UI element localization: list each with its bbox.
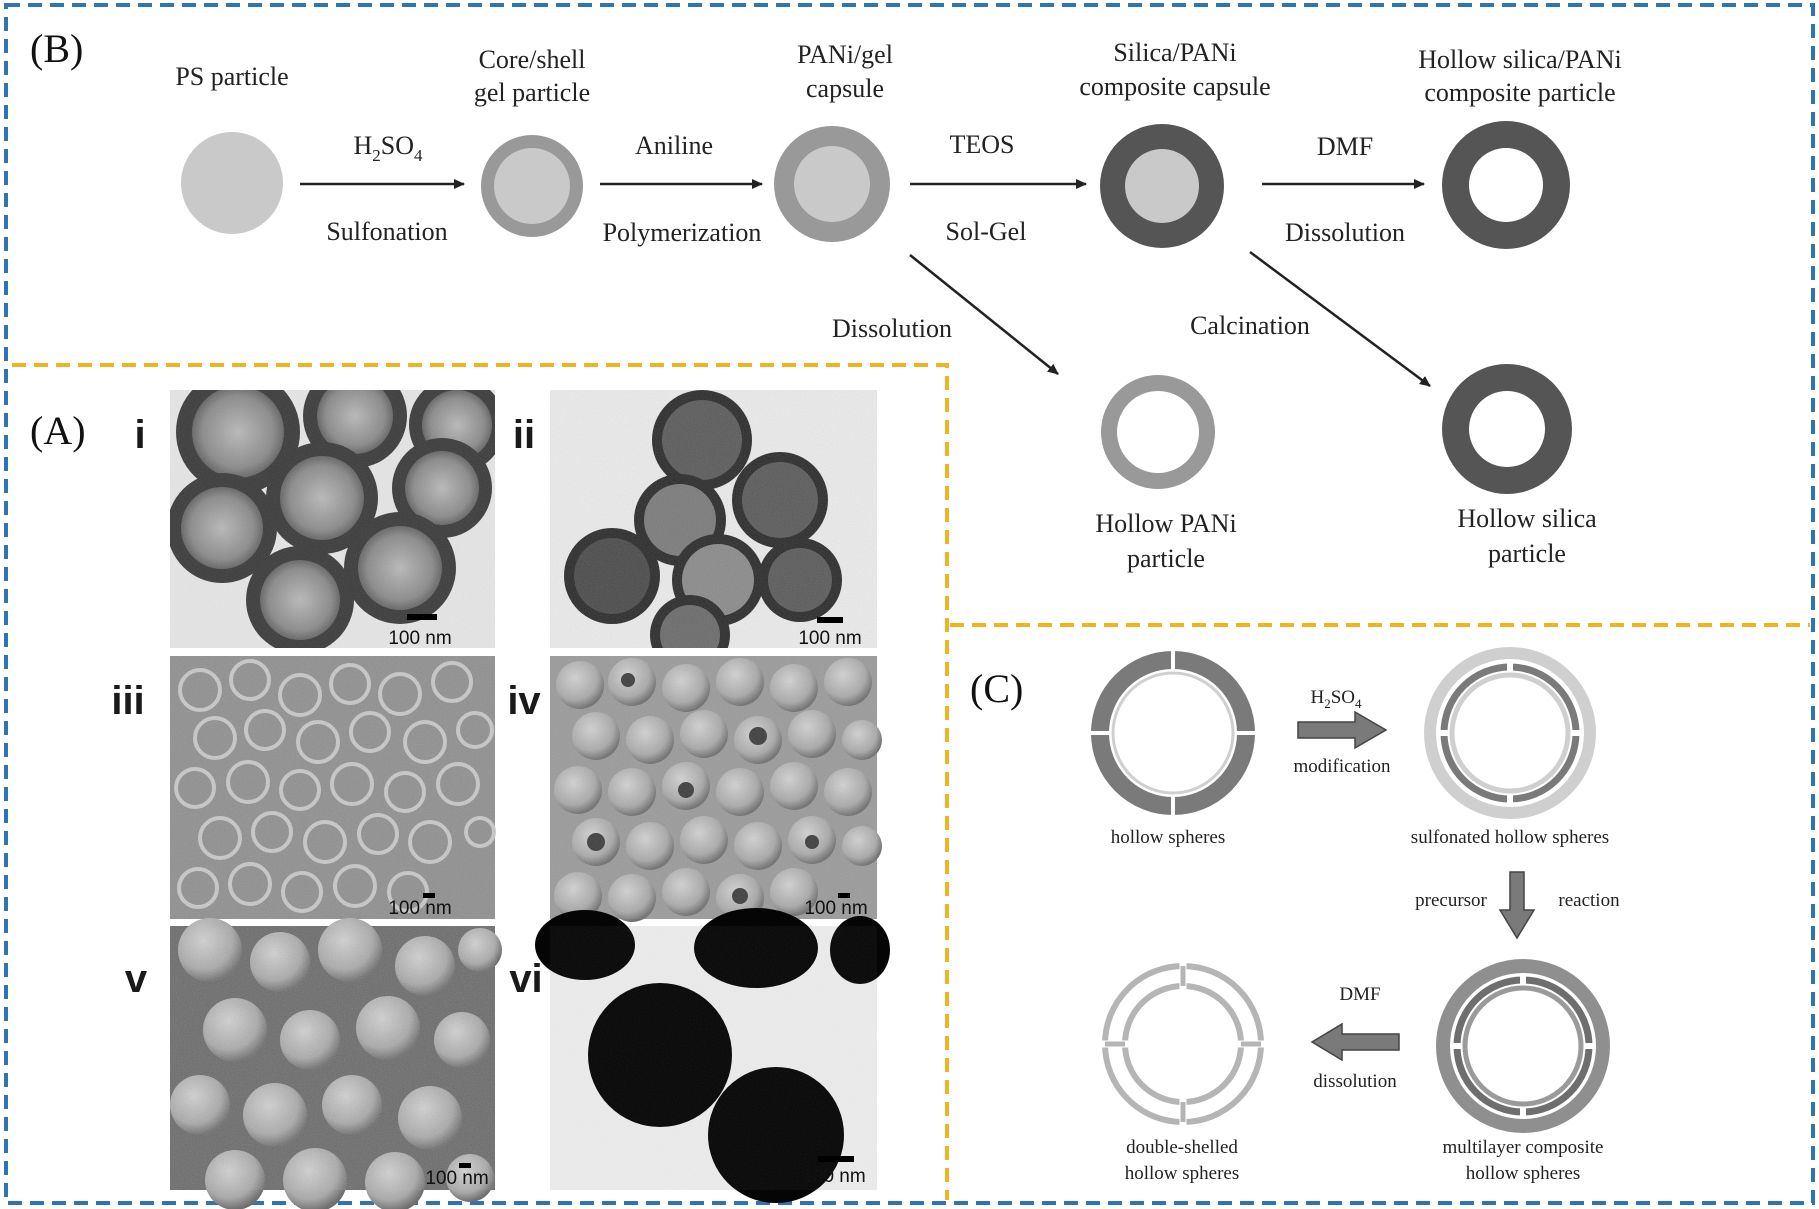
- c-stage-3-label-2: hollow spheres: [1466, 1163, 1581, 1184]
- roman-i: i: [134, 413, 145, 457]
- arrow-branch-dissolution: [909, 254, 1059, 375]
- step-2-process: Polymerization: [603, 218, 762, 247]
- panel-c-label: (C): [970, 666, 1023, 711]
- core-shell-gel-particle: [481, 135, 583, 237]
- branch-2-process: Calcination: [1190, 311, 1310, 340]
- stage-4-label-1: Silica/PANi: [1113, 38, 1236, 67]
- sulfonated-hollow-spheres-diagram: [1424, 647, 1596, 819]
- c-step-1-process: modification: [1293, 756, 1391, 777]
- hollow-silica-pani-composite-particle: [1442, 121, 1570, 249]
- scale-label-i: 100 nm: [388, 628, 451, 649]
- step-4-process: Dissolution: [1285, 218, 1405, 247]
- branch-1-product-2: particle: [1127, 544, 1205, 573]
- step-2-reagent: Aniline: [635, 131, 713, 160]
- c-step-3-process: dissolution: [1313, 1071, 1397, 1092]
- scale-bar-ii: [817, 617, 843, 623]
- panel-a-yellow-border: [12, 363, 949, 1200]
- panel-b-label: (B): [30, 26, 83, 71]
- hollow-pani-particle: [1101, 375, 1215, 489]
- step-3-process: Sol-Gel: [946, 217, 1027, 246]
- c-step-2-right: reaction: [1558, 890, 1620, 911]
- step-1-process: Sulfonation: [326, 217, 447, 246]
- scale-label-iii: 100 nm: [388, 898, 451, 919]
- c-stage-2-label: sulfonated hollow spheres: [1411, 827, 1609, 848]
- c-stage-1-label: hollow spheres: [1111, 827, 1226, 848]
- c-step-3-reagent: DMF: [1339, 984, 1380, 1005]
- silica-pani-composite-capsule: [1100, 124, 1224, 248]
- roman-iv: iv: [507, 679, 541, 723]
- branch-1-process: Dissolution: [832, 314, 952, 343]
- stage-5-label-1: Hollow silica/PANi: [1418, 45, 1621, 74]
- outer-blue-border: [4, 3, 1815, 1205]
- ps-particle: [181, 132, 283, 234]
- micrograph-iii: [170, 656, 496, 919]
- stage-5-label-2: composite particle: [1424, 78, 1615, 107]
- micrograph-ii: [550, 390, 877, 648]
- branch-2-product-1: Hollow silica: [1457, 504, 1597, 533]
- double-shelled-hollow-spheres-diagram: [1102, 963, 1264, 1125]
- c-step-2-left: precursor: [1415, 890, 1487, 911]
- micrograph-i: [170, 390, 495, 648]
- c-stage-3-label-1: multilayer composite: [1443, 1137, 1604, 1158]
- micrograph-vi: [535, 908, 890, 1203]
- c-arrow-dmf-dissolution: [1310, 1022, 1400, 1062]
- roman-ii: ii: [513, 413, 535, 457]
- stage-4-label-2: composite capsule: [1079, 72, 1270, 101]
- pani-gel-capsule: [774, 126, 890, 242]
- roman-iii: iii: [111, 679, 144, 723]
- c-arrow-modification: [1297, 710, 1388, 750]
- stage-3-label-2: capsule: [806, 74, 884, 103]
- micrograph-iv: [550, 656, 882, 922]
- roman-vi: vi: [509, 957, 542, 1001]
- scale-label-ii: 100 nm: [798, 628, 861, 649]
- multilayer-composite-hollow-spheres-diagram: [1436, 959, 1610, 1133]
- c-stage-4-label-1: double-shelled: [1126, 1137, 1238, 1158]
- scale-bar-i: [407, 614, 437, 620]
- scale-bar-iv: [838, 893, 850, 898]
- branch-1-product-1: Hollow PANi: [1095, 509, 1236, 538]
- stage-3-label-1: PANi/gel: [797, 40, 893, 69]
- hollow-spheres-diagram: [1090, 650, 1256, 816]
- step-3-reagent: TEOS: [950, 130, 1015, 159]
- micrograph-v: [170, 918, 502, 1209]
- scale-label-v: 100 nm: [425, 1168, 488, 1189]
- panel-a-label: (A): [30, 408, 86, 453]
- stage-2-label-2: gel particle: [474, 78, 590, 107]
- scale-bar-vi: [818, 1156, 854, 1162]
- stage-2-label-1: Core/shell: [479, 45, 586, 74]
- scale-bar-iii: [423, 893, 435, 898]
- branch-2-product-2: particle: [1488, 539, 1566, 568]
- c-step-1-reagent: H2SO4: [1310, 687, 1362, 711]
- hollow-silica-particle: [1442, 364, 1572, 494]
- stage-1-label: PS particle: [175, 62, 288, 91]
- scale-label-iv: 100 nm: [804, 898, 867, 919]
- scale-bar-v: [459, 1163, 471, 1168]
- arrow-branch-calcination: [1249, 250, 1431, 388]
- c-stage-4-label-2: hollow spheres: [1125, 1163, 1240, 1184]
- roman-v: v: [125, 957, 148, 1001]
- step-1-reagent: H2SO4: [353, 131, 423, 165]
- scale-label-vi: 100 nm: [802, 1166, 865, 1187]
- step-4-reagent: DMF: [1317, 132, 1373, 161]
- c-arrow-precursor-reaction: [1498, 871, 1536, 940]
